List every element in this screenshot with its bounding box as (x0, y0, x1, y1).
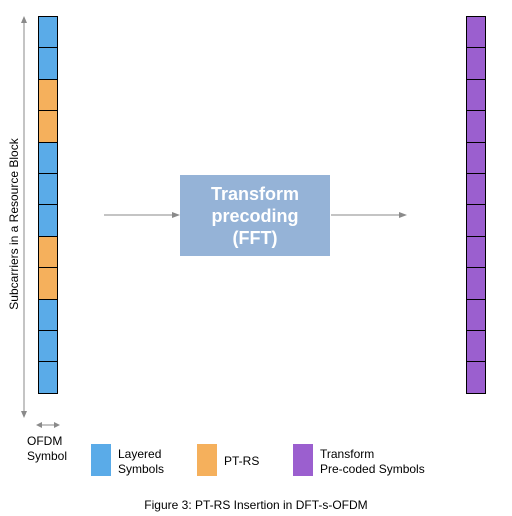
right-cell-precoded (466, 47, 486, 80)
left-resource-column (38, 16, 58, 394)
input-arrow (104, 212, 180, 218)
right-cell-precoded (466, 78, 486, 112)
right-cell-precoded (466, 298, 486, 331)
output-arrow (331, 212, 407, 218)
legend-label-layered: Layered Symbols (118, 447, 165, 476)
subcarrier-axis-label: Subcarriers in a Resource Block (7, 138, 21, 310)
left-cell-layered (38, 361, 58, 394)
left-cell-layered (38, 298, 58, 331)
right-cell-precoded (466, 267, 486, 300)
left-cell-layered (38, 204, 58, 237)
left-cell-layered (38, 141, 58, 174)
right-cell-precoded (466, 204, 486, 237)
right-cell-precoded (466, 141, 486, 174)
ofdm-symbol-width-arrow (36, 422, 60, 428)
legend-swatch-layered (91, 444, 111, 476)
legend-label-ptrs: PT-RS (224, 454, 260, 468)
left-cell-layered (38, 172, 58, 206)
left-cell-layered (38, 16, 58, 49)
transform-precoding-block: Transform precoding (FFT) (180, 175, 330, 256)
right-cell-precoded (466, 361, 486, 394)
left-cell-ptrs (38, 78, 58, 112)
subcarrier-axis-arrow (21, 16, 27, 418)
legend-swatch-ptrs (197, 444, 217, 476)
left-cell-ptrs (38, 267, 58, 300)
right-cell-precoded (466, 16, 486, 49)
figure-caption: Figure 3: PT-RS Insertion in DFT-s-OFDM (144, 498, 368, 512)
right-cell-precoded (466, 172, 486, 206)
left-cell-layered (38, 329, 58, 363)
left-cell-ptrs (38, 110, 58, 143)
left-cell-layered (38, 47, 58, 80)
right-cell-precoded (466, 110, 486, 143)
right-cell-precoded (466, 235, 486, 269)
legend-swatch-precoded (293, 444, 313, 476)
legend-label-precoded: Transform Pre-coded Symbols (320, 447, 425, 476)
right-cell-precoded (466, 329, 486, 363)
left-cell-ptrs (38, 235, 58, 269)
right-resource-column (466, 16, 486, 394)
ofdm-symbol-label: OFDM Symbol (27, 434, 68, 463)
